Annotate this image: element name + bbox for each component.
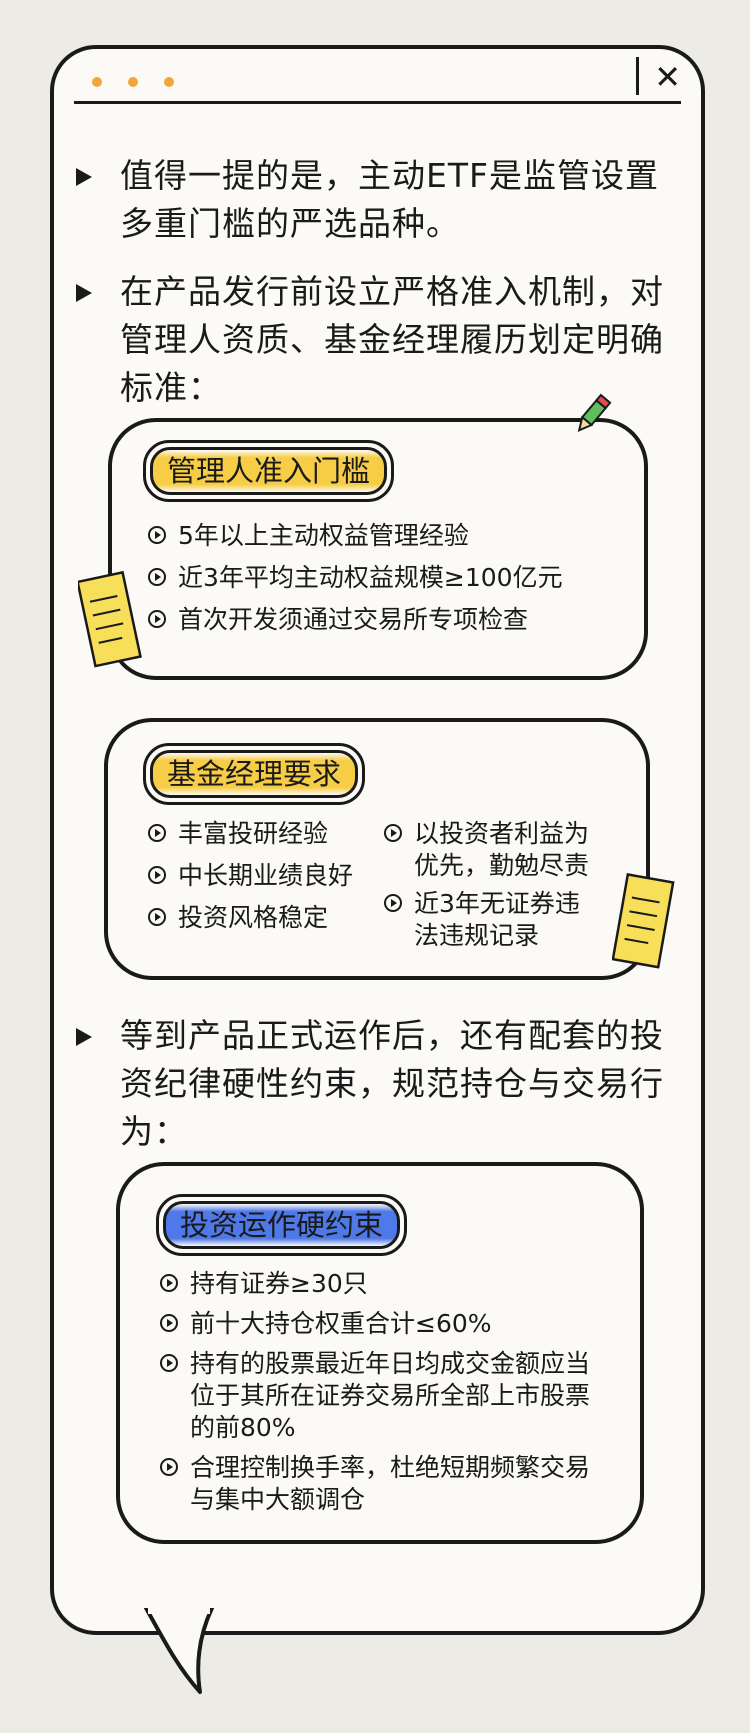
play-circle-icon [148,866,166,884]
list-item: 投资风格稳定 [148,902,328,934]
play-circle-icon [384,894,402,912]
triangle-bullet-icon [76,168,92,186]
play-circle-icon [148,908,166,926]
triangle-bullet-icon [76,1028,92,1046]
window-dots [92,77,174,87]
investment-constraints-tag: 投资运作硬约束 [156,1194,408,1256]
manager-threshold-tag: 管理人准入门槛 [143,440,395,502]
fund-manager-requirements-card [104,718,650,980]
list-item: 丰富投研经验 [148,818,328,850]
list-item: 近3年平均主动权益规模≥100亿元 [148,562,563,594]
play-circle-icon [148,610,166,628]
intro-paragraph-2: 在产品发行前设立严格准入机制，对管理人资质、基金经理履历划定明确标准： [76,268,668,412]
pencil-icon [577,393,612,433]
play-circle-icon [384,824,402,842]
list-item: 5年以上主动权益管理经验 [148,520,469,552]
list-item: 以投资者利益为优先，勤勉尽责 [384,818,589,882]
window-dot [164,77,174,87]
play-circle-icon [160,1458,178,1476]
close-separator [636,57,639,95]
close-icon[interactable]: ✕ [654,58,681,96]
intro-paragraph-1: 值得一提的是，主动ETF是监管设置多重门槛的严选品种。 [76,152,668,248]
list-item: 合理控制换手率，杜绝短期频繁交易与集中大额调仓 [160,1452,590,1516]
window-dot [92,77,102,87]
operation-paragraph: 等到产品正式运作后，还有配套的投资纪律硬性约束，规范持仓与交易行为： [76,1012,668,1156]
play-circle-icon [160,1354,178,1372]
list-item: 首次开发须通过交易所专项检查 [148,604,528,636]
sticky-note-icon [612,873,675,969]
play-circle-icon [148,526,166,544]
play-circle-icon [160,1274,178,1292]
triangle-bullet-icon [76,284,92,302]
list-item: 持有的股票最近年日均成交金额应当位于其所在证券交易所全部上市股票的前80% [160,1348,590,1444]
play-circle-icon [148,568,166,586]
list-item: 前十大持仓权重合计≤60% [160,1308,492,1340]
window-dot [128,77,138,87]
sticky-note-icon [78,570,142,668]
list-item: 近3年无证券违法违规记录 [384,888,580,952]
play-circle-icon [148,824,166,842]
title-divider [74,101,681,104]
fund-manager-requirements-tag: 基金经理要求 [143,743,366,805]
play-circle-icon [160,1314,178,1332]
list-item: 中长期业绩良好 [148,860,353,892]
speech-bubble-tail [144,1608,214,1694]
list-item: 持有证券≥30只 [160,1268,368,1300]
